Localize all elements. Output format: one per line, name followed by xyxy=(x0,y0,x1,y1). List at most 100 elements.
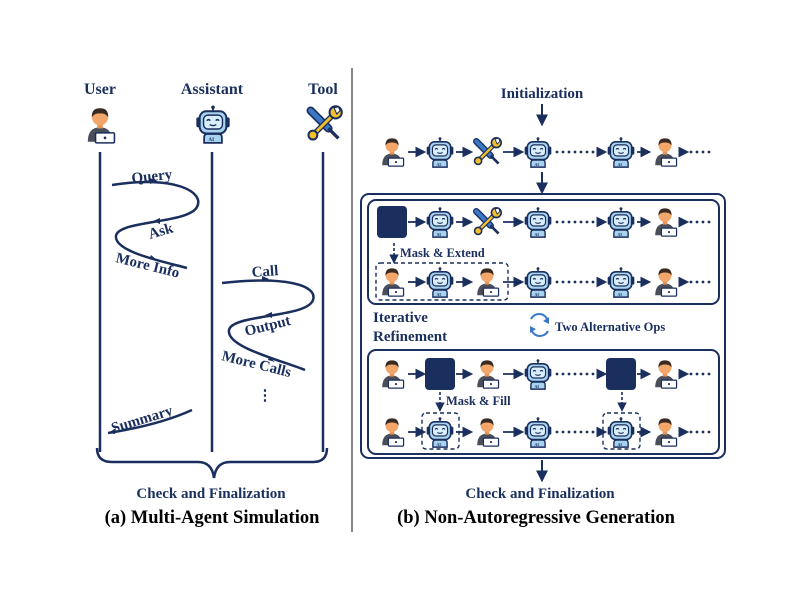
robot-icon xyxy=(606,266,636,298)
summary-line xyxy=(107,408,193,435)
ellipsis-dot xyxy=(695,220,699,224)
robot-icon xyxy=(425,416,455,448)
ellipsis-dot xyxy=(701,280,705,284)
header-assistant: Assistant xyxy=(181,81,244,98)
cycle-icon xyxy=(530,313,549,337)
tool-icon xyxy=(475,208,502,235)
ellipsis-dot xyxy=(689,430,693,434)
ellipsis-dot xyxy=(689,372,693,376)
ellipsis-dot xyxy=(573,280,577,284)
summary-arrow xyxy=(108,428,116,434)
label-mask-extend: Mask & Extend xyxy=(400,246,485,260)
ellipsis-dot xyxy=(707,220,711,224)
filled-slot-left xyxy=(421,412,460,450)
vertical-ellipsis: ⋮ xyxy=(258,388,273,404)
ellipsis-dot xyxy=(567,280,571,284)
ellipsis-dot xyxy=(585,220,589,224)
ellipsis-dot xyxy=(701,430,705,434)
robot-icon xyxy=(425,266,455,298)
robot-icon xyxy=(606,416,636,448)
label-query: Query xyxy=(131,167,174,187)
user-icon xyxy=(381,137,405,167)
ellipsis-dot xyxy=(561,220,565,224)
ellipsis-dot xyxy=(567,372,571,376)
label-call: Call xyxy=(251,263,279,281)
robot-icon xyxy=(425,206,455,238)
query-arrow xyxy=(150,178,157,184)
ellipsis-dot xyxy=(579,220,583,224)
tool-icon xyxy=(308,106,341,139)
ellipsis-dot xyxy=(591,150,595,154)
label-ask: Ask xyxy=(147,220,176,242)
ellipsis-dot xyxy=(561,280,565,284)
extended-span xyxy=(375,262,509,301)
ellipsis-dot xyxy=(573,150,577,154)
ellipsis-dot xyxy=(579,430,583,434)
user-icon xyxy=(654,137,678,167)
tool-icon xyxy=(475,138,502,165)
call-output-wave xyxy=(221,279,315,372)
ellipsis-dot xyxy=(567,150,571,154)
ellipsis-dot xyxy=(555,372,559,376)
check-finalization-a: Check and Finalization xyxy=(136,486,286,502)
ellipsis-dot xyxy=(561,150,565,154)
label-iterative: Iterative xyxy=(373,310,428,326)
ellipsis-dot xyxy=(689,220,693,224)
ask-arrow xyxy=(153,218,160,224)
ellipsis-dot xyxy=(591,280,595,284)
user-icon xyxy=(476,267,500,297)
robot-icon xyxy=(523,266,553,298)
output-arrow xyxy=(265,312,272,318)
mask-block xyxy=(377,206,407,238)
ellipsis-dot xyxy=(585,280,589,284)
robot-icon xyxy=(523,416,553,448)
ellipsis-dot xyxy=(555,220,559,224)
caption-a: (a) Multi-Agent Simulation xyxy=(105,508,321,528)
sequence-row-masked-fill xyxy=(381,358,711,390)
robot-icon xyxy=(606,136,636,168)
ellipsis-dot xyxy=(701,372,705,376)
user-icon xyxy=(86,107,116,144)
ellipsis-dot xyxy=(695,372,699,376)
filled-slot-right xyxy=(602,412,641,450)
robot-icon xyxy=(523,358,553,390)
ellipsis-dot xyxy=(689,280,693,284)
caption-b: (b) Non-Autoregressive Generation xyxy=(397,508,676,528)
robot-icon xyxy=(606,206,636,238)
user-icon xyxy=(476,359,500,389)
robot-icon xyxy=(523,136,553,168)
ellipsis-dot xyxy=(561,372,565,376)
label-alt-ops: Two Alternative Ops xyxy=(555,320,665,334)
robot-icon xyxy=(425,136,455,168)
panel-a: User Assistant Tool Query Ask More Info … xyxy=(84,81,342,528)
ellipsis-dot xyxy=(555,280,559,284)
ellipsis-dot xyxy=(707,372,711,376)
ellipsis-dot xyxy=(579,372,583,376)
mask-block xyxy=(425,358,455,390)
ellipsis-dot xyxy=(573,372,577,376)
user-icon xyxy=(476,417,500,447)
label-mask-fill: Mask & Fill xyxy=(446,394,511,408)
user-icon xyxy=(654,207,678,237)
ellipsis-dot xyxy=(567,220,571,224)
label-summary: Summary xyxy=(109,403,175,437)
ellipsis-dot xyxy=(555,430,559,434)
ellipsis-dot xyxy=(573,220,577,224)
header-user: User xyxy=(84,81,116,98)
ellipsis-dot xyxy=(707,280,711,284)
mask-block xyxy=(606,358,636,390)
ellipsis-dot xyxy=(579,150,583,154)
ellipsis-dot xyxy=(689,150,693,154)
refinement-box xyxy=(360,193,726,459)
ellipsis-dot xyxy=(573,430,577,434)
mask-extend-box xyxy=(367,199,720,305)
panel-b: Initialization Mask & Extend Iterative R… xyxy=(360,86,726,528)
ellipsis-dot xyxy=(701,220,705,224)
ellipsis-dot xyxy=(561,430,565,434)
label-initialization: Initialization xyxy=(501,86,584,102)
ellipsis-dot xyxy=(707,430,711,434)
call-arrow xyxy=(262,276,269,282)
check-finalization-b: Check and Finalization xyxy=(465,486,615,502)
robot-icon xyxy=(523,206,553,238)
ellipsis-dot xyxy=(579,280,583,284)
